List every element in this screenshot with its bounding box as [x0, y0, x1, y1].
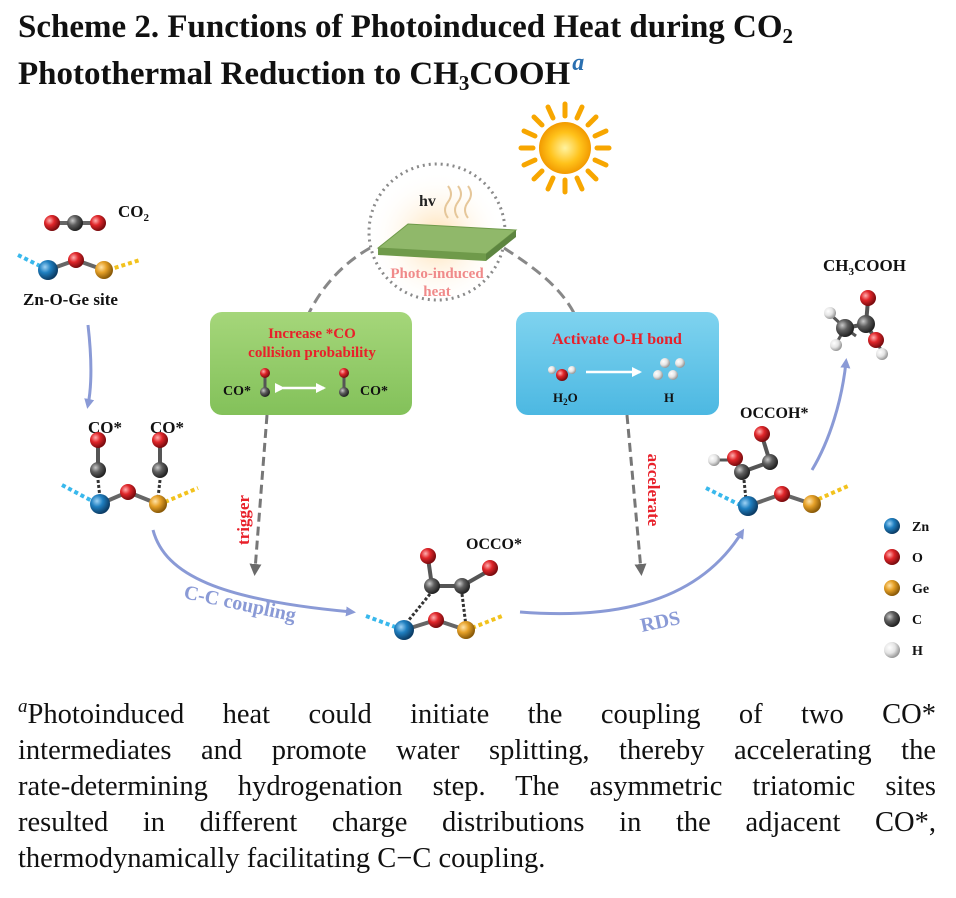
legend-item-h: H [884, 642, 923, 659]
product-arrow [810, 358, 851, 471]
rds-arrow [519, 528, 745, 616]
caption-line-4: resulted in different charge distributio… [18, 807, 936, 838]
green-box-co-right: CO* [360, 384, 388, 399]
trigger-arrow [249, 414, 269, 576]
cc-coupling-arrow [151, 529, 356, 617]
accelerate-arrow [625, 414, 647, 576]
scheme-caption: aPhotoinduced heat could initiate the co… [18, 697, 936, 877]
water-molecule-icon [548, 366, 576, 381]
green-box-co-left: CO* [223, 384, 251, 399]
legend-label-zn: Zn [912, 520, 929, 535]
legend-label-h: H [912, 644, 923, 659]
legend-item-zn: Zn [884, 518, 929, 535]
photo-heat-label-1: Photo-induced [390, 266, 484, 282]
legend-label-ge: Ge [912, 582, 929, 597]
photo-heat-label-2: heat [423, 284, 451, 300]
occoh-intermediate-icon [705, 426, 849, 516]
accelerate-label: accelerate [644, 454, 663, 527]
mechanism-scheme: hv Photo-induced heat Increase *CO colli… [17, 101, 929, 659]
occoh-label: OCCOH* [740, 405, 808, 422]
co2-molecule-icon [44, 215, 106, 231]
hydrogen-atoms-icon [653, 358, 685, 380]
legend-item-ge: Ge [884, 580, 929, 597]
adsorption-arrow [84, 324, 95, 409]
blue-box-title: Activate O-H bond [552, 331, 682, 348]
sun-icon [518, 101, 612, 195]
h2o-label: H2O [553, 390, 578, 407]
product-label: CH3COOH [823, 256, 906, 278]
co-molecule-icon [260, 368, 270, 397]
photo-heat-circle: hv Photo-induced heat [367, 162, 518, 302]
title-line-1: Scheme 2. Functions of Photoinduced Heat… [18, 9, 794, 48]
hv-label: hv [419, 193, 436, 210]
legend-swatch-ge [884, 580, 900, 596]
caption-line-1: aPhotoinduced heat could initiate the co… [18, 696, 936, 730]
occo-intermediate-icon [365, 548, 503, 640]
co-molecule-icon [339, 368, 349, 397]
activate-oh-box: Activate O-H bond H2O H [516, 312, 719, 415]
legend-label-o: O [912, 551, 923, 566]
zn-o-ge-site-icon [17, 252, 141, 280]
heat-waves-icon [444, 185, 472, 219]
atom-legend: ZnO GeC H [884, 518, 929, 659]
cc-coupling-label: C-C coupling [182, 581, 298, 626]
h-label: H [664, 390, 674, 405]
green-box-line-1: Increase *CO [268, 326, 356, 342]
legend-label-c: C [912, 613, 922, 628]
catalyst-plate-icon [376, 223, 518, 261]
co-adsorbed-site-icon [61, 432, 199, 514]
site-label: Zn-O-Ge site [23, 290, 118, 309]
dashed-arc-right [503, 246, 577, 316]
legend-swatch-o [884, 549, 900, 565]
green-box-line-2: collision probability [248, 345, 376, 361]
trigger-label: trigger [234, 495, 253, 545]
scheme-title: Scheme 2. Functions of Photoinduced Heat… [18, 4, 948, 98]
title-line-2: Photothermal Reduction to CH3COOHa [18, 50, 585, 95]
caption-line-5: thermodynamically facilitating C−C coupl… [18, 843, 546, 874]
acetic-acid-molecule-icon [824, 290, 888, 360]
rds-label: RDS [638, 607, 682, 637]
collision-probability-box: Increase *CO collision probability CO* C… [210, 312, 412, 415]
legend-swatch-h [884, 642, 900, 658]
caption-line-2: intermediates and promote water splittin… [18, 735, 936, 766]
dashed-arc-left [306, 246, 371, 316]
legend-swatch-zn [884, 518, 900, 534]
co2-label: CO2 [118, 202, 150, 224]
caption-line-3: rate-determining hydrogenation step. The… [18, 771, 936, 802]
occo-label: OCCO* [466, 536, 522, 553]
legend-item-c: C [884, 611, 922, 628]
legend-swatch-c [884, 611, 900, 627]
legend-item-o: O [884, 549, 923, 566]
